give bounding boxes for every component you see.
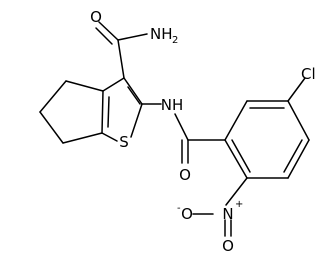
bond xyxy=(287,77,306,102)
atom-linker-nitrogen: NH xyxy=(161,96,184,114)
bond xyxy=(287,139,310,179)
bond xyxy=(101,132,118,142)
bond xyxy=(224,139,248,179)
bond xyxy=(287,100,310,141)
bond xyxy=(65,80,104,92)
bond-layer xyxy=(39,21,310,237)
bond xyxy=(117,33,148,41)
bond xyxy=(62,132,103,144)
bond xyxy=(102,77,125,92)
atom-nitro-nitrogen-charge: + xyxy=(235,199,243,210)
bond xyxy=(117,39,125,79)
atom-nitro-oxygen-minus-charge: - xyxy=(177,203,181,214)
bond xyxy=(101,90,104,134)
bond xyxy=(225,177,248,206)
bond xyxy=(123,77,143,105)
atom-amide-oxygen: O xyxy=(90,8,102,26)
bond xyxy=(39,111,64,144)
bond xyxy=(231,139,251,173)
atom-thiophene-sulfur: S xyxy=(119,133,129,151)
bond xyxy=(174,113,189,141)
bond xyxy=(98,21,119,41)
atom-label-layer: O NH 2 S NH O Cl N + O - O xyxy=(90,8,316,255)
bond xyxy=(283,139,303,173)
atom-amide-nitrogen-subscript: 2 xyxy=(172,35,178,46)
bond xyxy=(107,96,110,128)
bond xyxy=(224,100,248,141)
atom-nitro-nitrogen: N xyxy=(222,205,233,223)
atom-nitro-oxygen: O xyxy=(222,237,234,255)
atom-carbonyl-oxygen: O xyxy=(179,166,191,184)
bond xyxy=(95,27,113,45)
atom-amide-nitrogen: NH xyxy=(150,25,173,43)
bond xyxy=(127,86,141,105)
bond xyxy=(39,80,67,113)
atom-chlorine: Cl xyxy=(301,65,316,83)
bond xyxy=(130,103,143,138)
atom-nitro-oxygen-minus: O xyxy=(181,205,193,223)
